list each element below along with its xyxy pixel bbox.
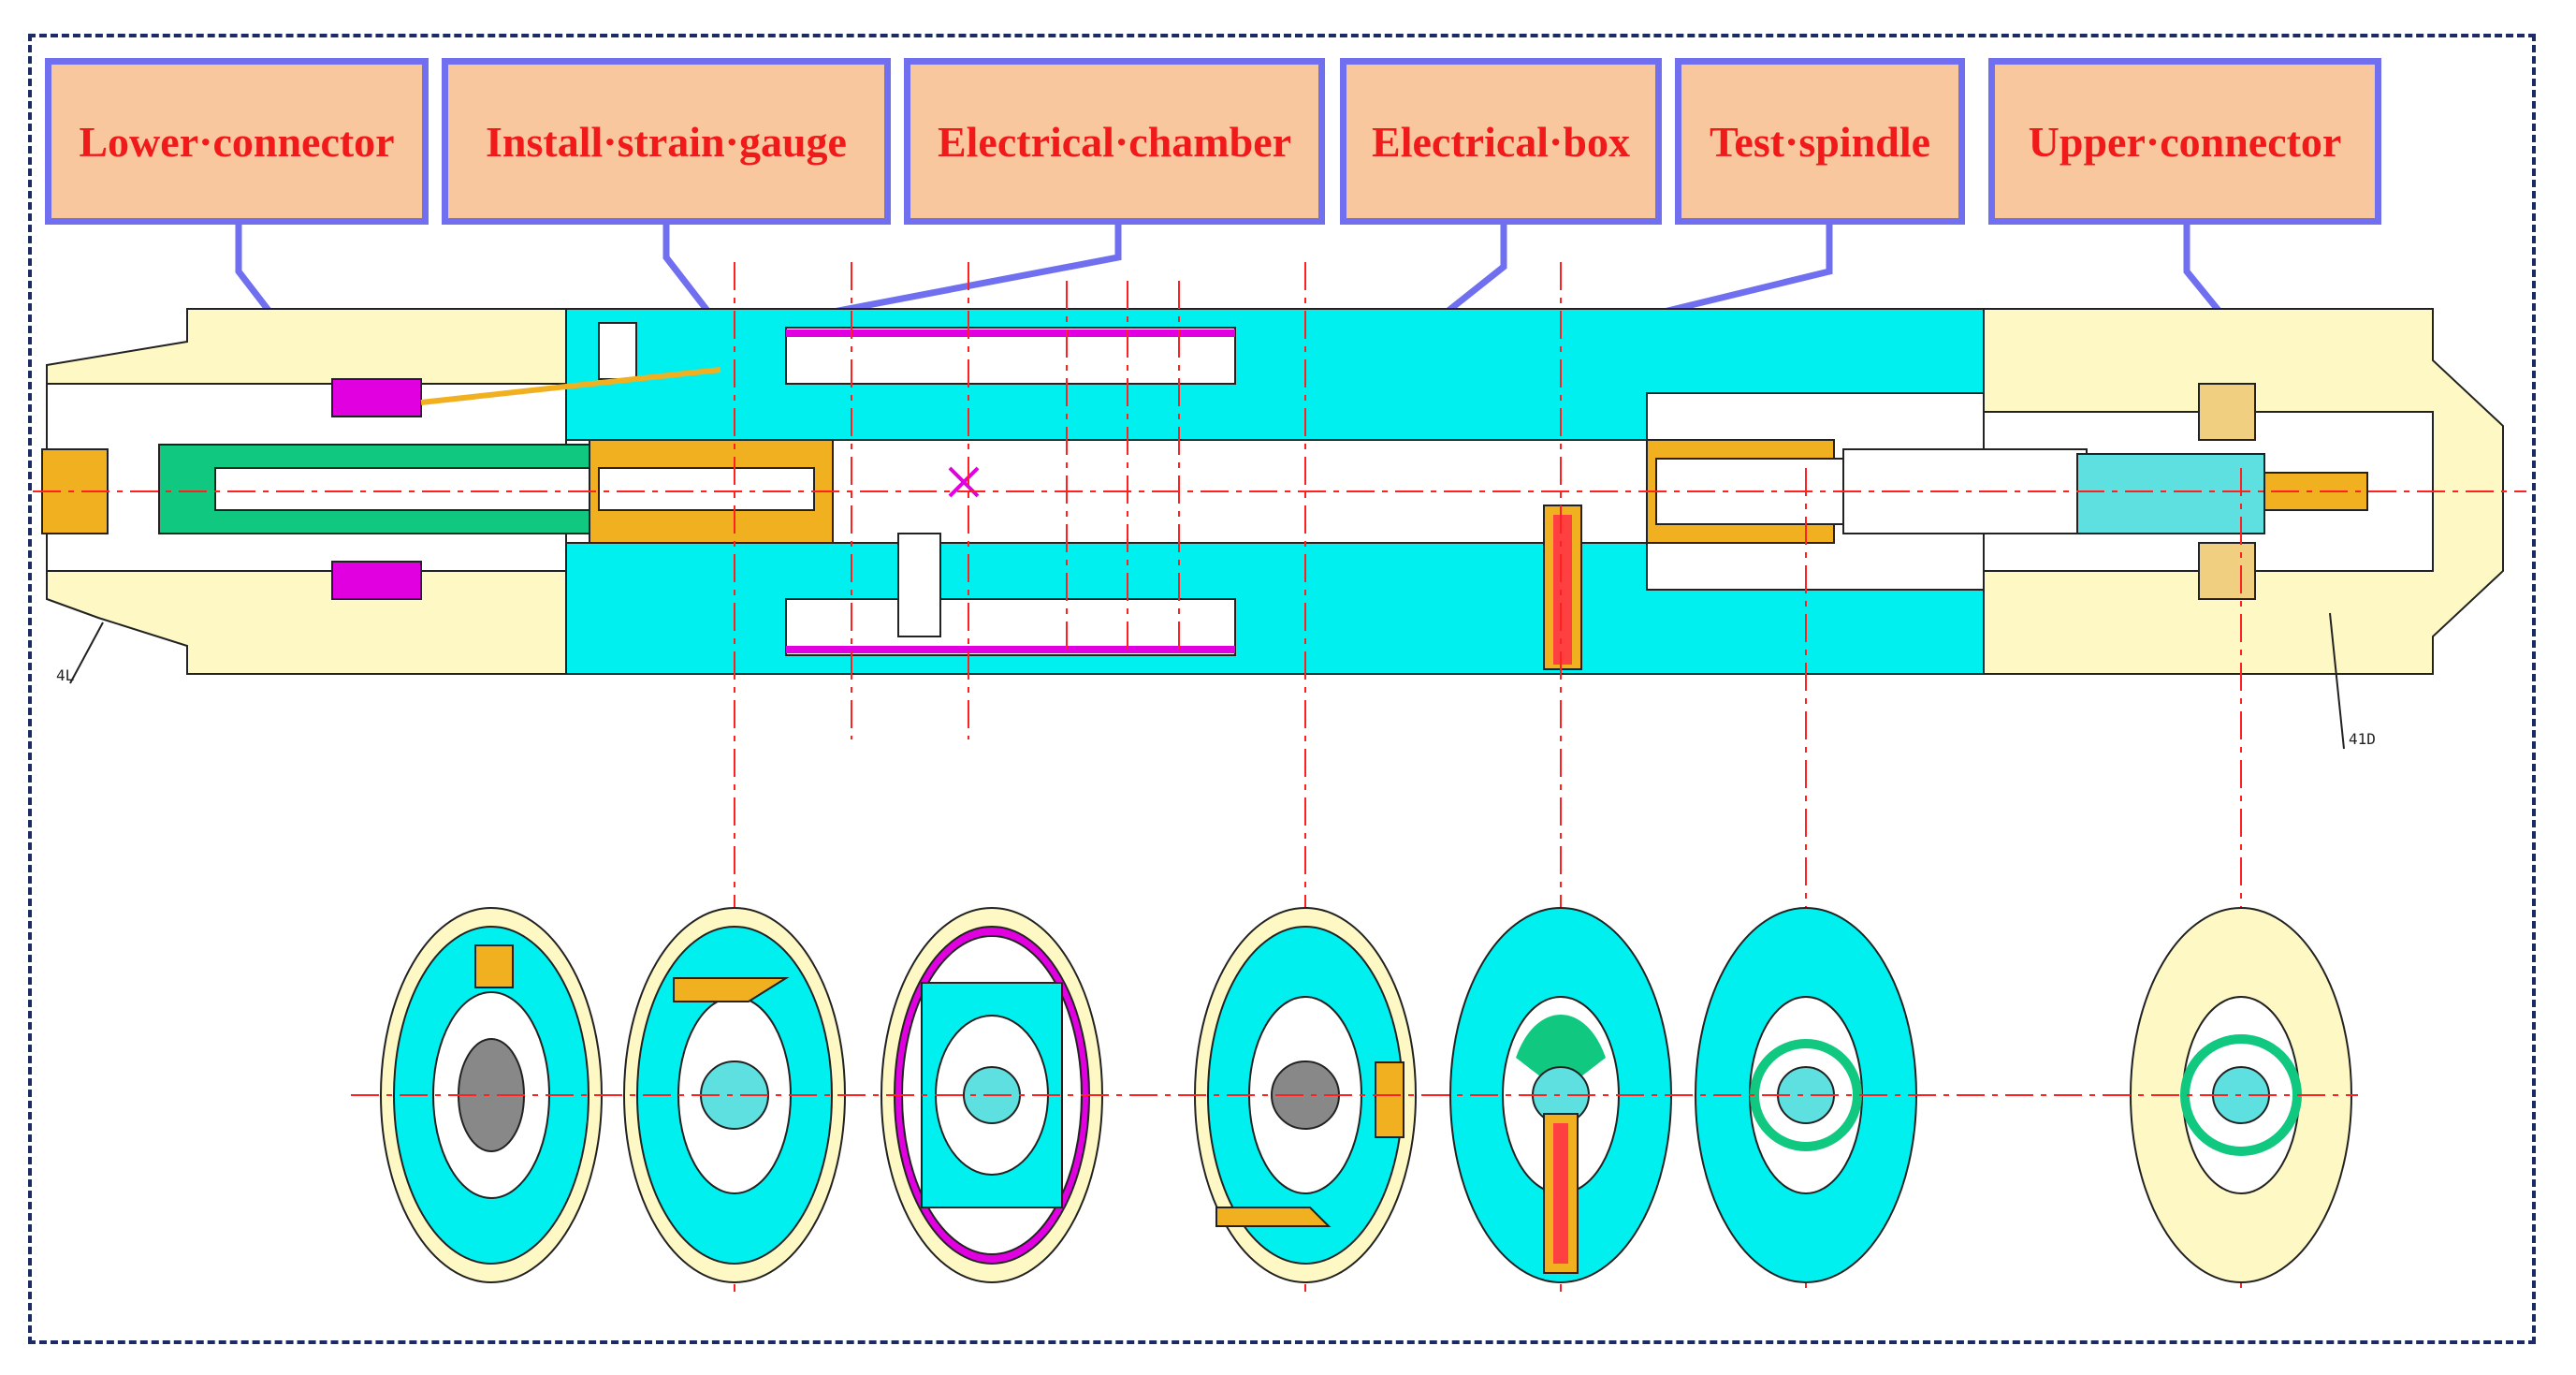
callout-test-spindle: Test·spindle xyxy=(1675,58,1965,225)
right-tag-label: 41D xyxy=(2349,730,2376,748)
leader-electrical-chamber xyxy=(822,225,1122,317)
callout-label: Electrical·box xyxy=(1372,117,1630,166)
callout-upper-connector: Upper·connector xyxy=(1988,58,2381,225)
cross-section-1 xyxy=(380,907,603,1283)
leader-strain-gauge xyxy=(662,225,723,330)
pin-orange-bore xyxy=(598,467,815,511)
seal-top xyxy=(331,378,422,417)
strain-gauge-wire xyxy=(420,367,721,405)
cross-section-6 xyxy=(1695,907,1917,1283)
projection-lines xyxy=(734,262,2242,1292)
pin-inner-bore xyxy=(214,467,590,511)
cross-section-5 xyxy=(1449,907,1672,1283)
left-tag-line xyxy=(69,622,104,684)
upper-step xyxy=(2198,383,2256,441)
magenta-sleeve-top xyxy=(786,329,1235,337)
electrical-box-plug-core xyxy=(1553,515,1572,665)
callout-label: Upper·connector xyxy=(2028,117,2342,166)
chamber-bolt xyxy=(897,533,941,637)
diagram-frame xyxy=(28,34,2536,1344)
callout-electrical-chamber: Electrical·chamber xyxy=(904,58,1325,225)
callout-label: Electrical·chamber xyxy=(937,117,1292,166)
cross-section-4 xyxy=(1194,907,1417,1283)
cross-section-2 xyxy=(623,907,846,1283)
magenta-sleeve-bottom xyxy=(786,646,1235,653)
callout-label: Test·spindle xyxy=(1709,117,1931,166)
callout-electrical-box: Electrical·box xyxy=(1340,58,1662,225)
seal-bottom xyxy=(331,561,422,600)
callout-install-strain-gauge: Install·strain·gauge xyxy=(442,58,891,225)
callout-label: Install·strain·gauge xyxy=(486,117,847,166)
leader-test-spindle xyxy=(1655,225,1833,317)
strain-gauge-port xyxy=(598,322,637,380)
upper-step-bottom xyxy=(2198,542,2256,600)
right-tag-line xyxy=(2329,612,2345,750)
upper-thread xyxy=(2076,453,2265,534)
callout-lower-connector: Lower·connector xyxy=(45,58,429,225)
callout-label: Lower·connector xyxy=(79,117,395,166)
left-tag-label: 4L xyxy=(56,666,75,684)
